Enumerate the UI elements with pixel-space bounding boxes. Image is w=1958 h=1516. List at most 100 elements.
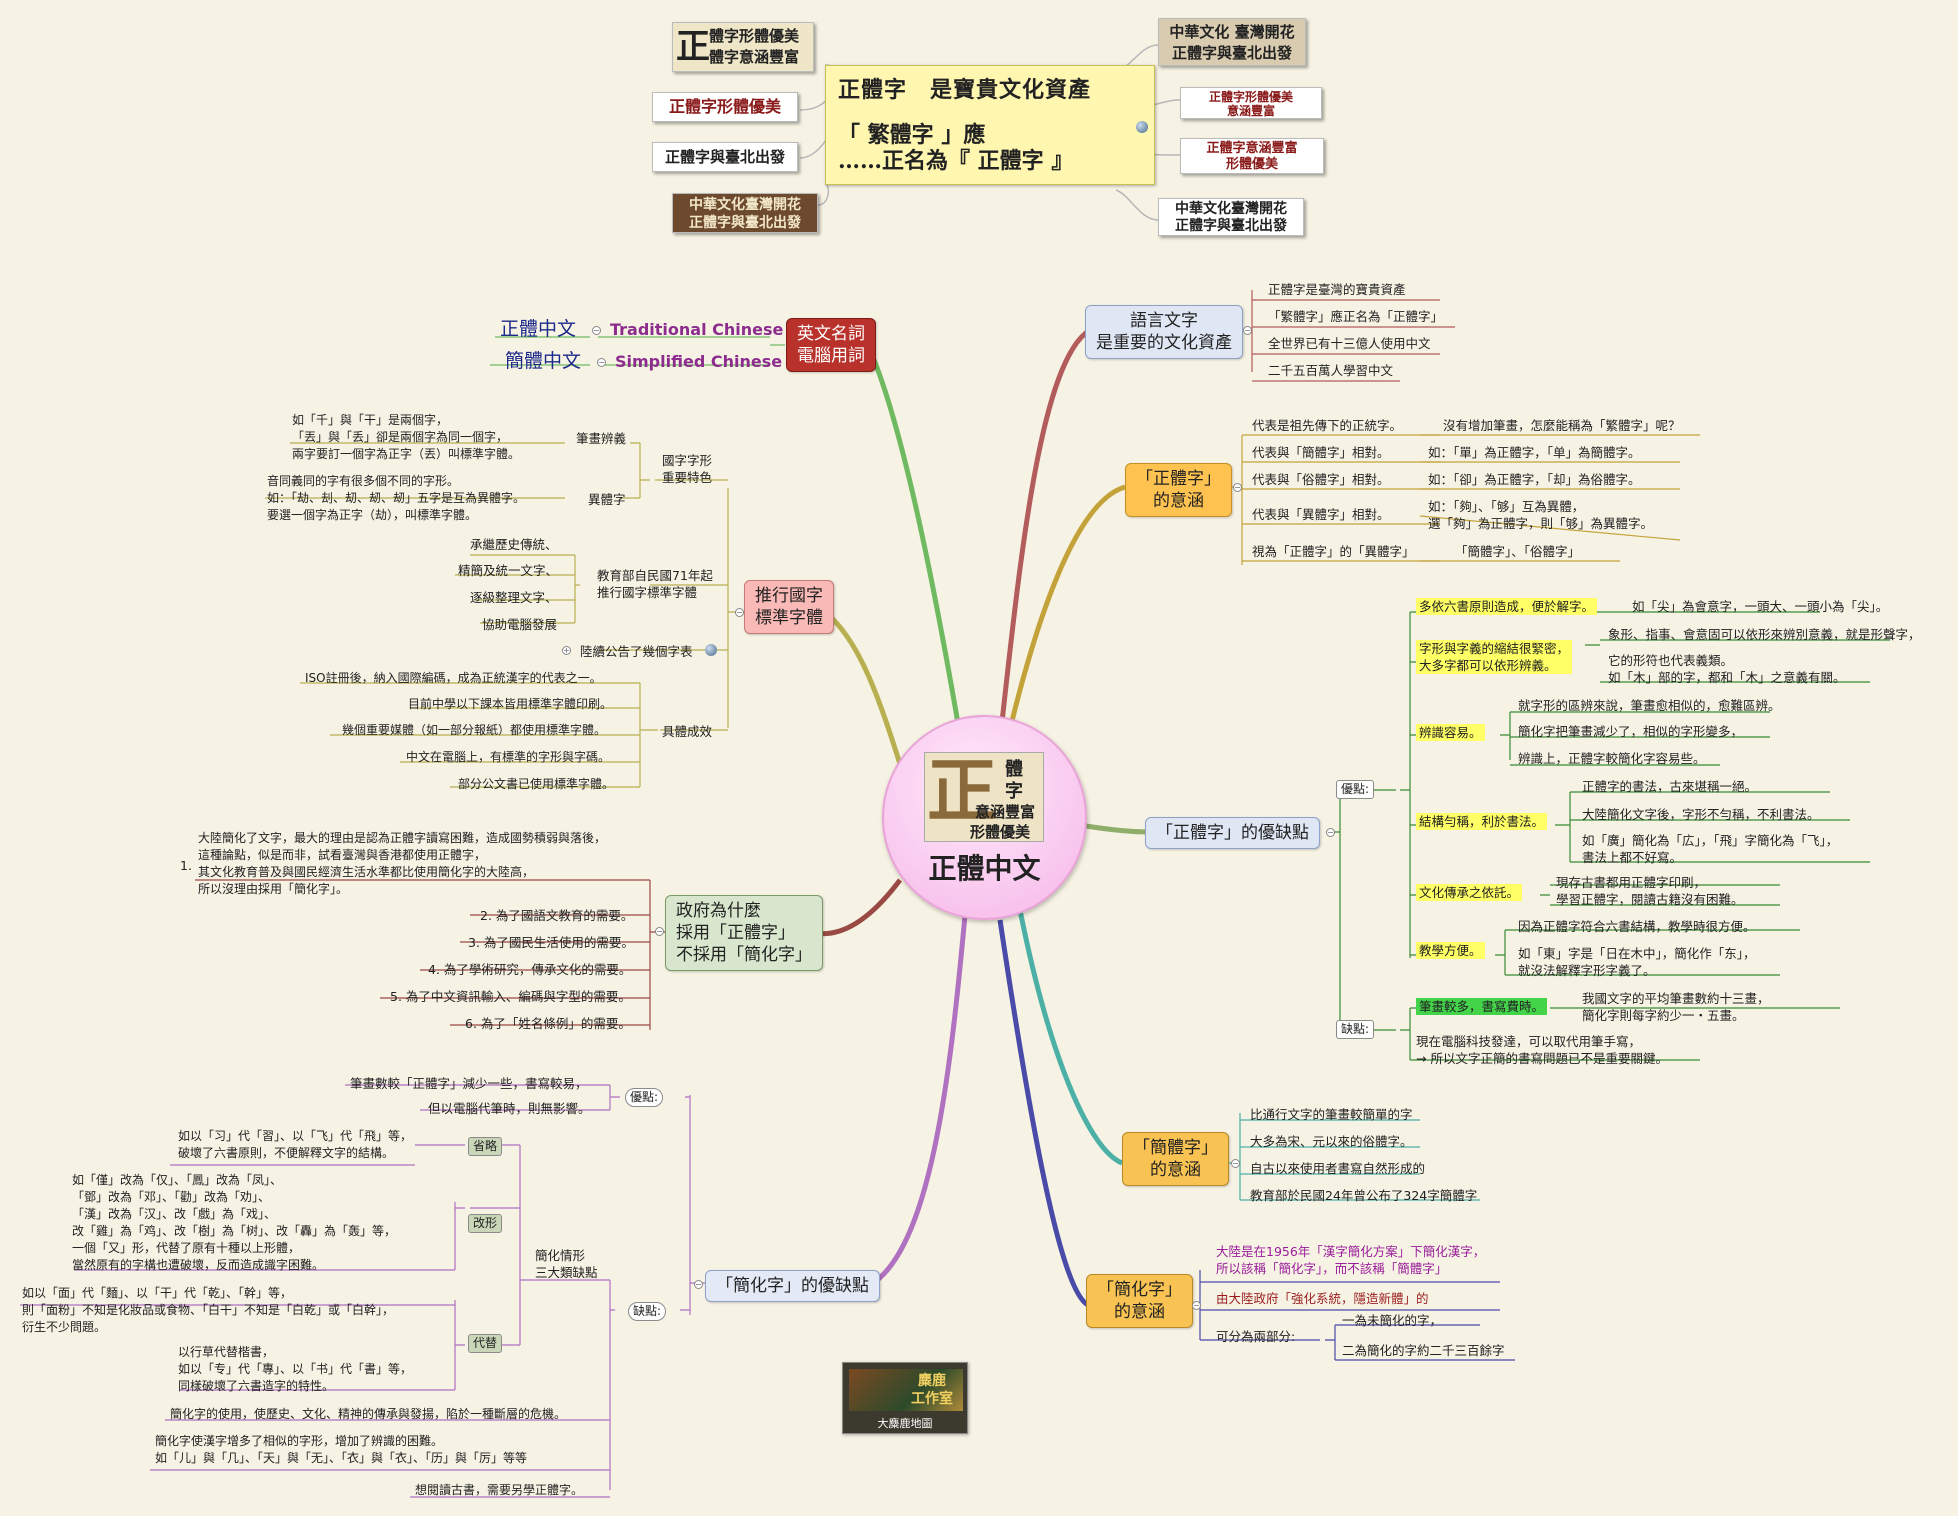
pro-detail: 簡化字把筆畫減少了，相似的字形變多， bbox=[1518, 724, 1744, 739]
pro-detail: 如「東」字是「日在木中」，簡化作「东」， 就沒法解釋字形字義了。 bbox=[1518, 946, 1756, 978]
feature-label: 國字字形 重要特色 bbox=[662, 453, 713, 485]
branch-government-reason[interactable]: 政府為什麼 採用「正體字」 不採用「簡化字」 bbox=[665, 895, 823, 971]
collapse-icon[interactable]: − bbox=[694, 1280, 703, 1289]
sign-big-char: 正 bbox=[676, 27, 710, 67]
simp2-item: 大陸是在1956年「漢字簡化方案」下簡化漢字， 所以該稱「簡化字」，而不該稱「簡… bbox=[1216, 1244, 1486, 1276]
pro-detail: 就字形的區辨來說，筆畫愈相似的，愈難區辨。 bbox=[1518, 698, 1781, 713]
collapse-icon[interactable]: − bbox=[655, 927, 664, 936]
branch-english-terms[interactable]: 英文名詞 電腦用詞 bbox=[786, 318, 876, 372]
sign-8: 中華文化臺灣開花 正體字與臺北出發 bbox=[1158, 198, 1304, 236]
simp-group-key: 改形 bbox=[468, 1214, 503, 1233]
meaning-row-a: 視為「正體字」的「異體字」 bbox=[1252, 544, 1415, 559]
collapse-icon[interactable]: − bbox=[1326, 828, 1335, 837]
simp-pro-item: 但以電腦代筆時，則無影響。 bbox=[428, 1101, 591, 1116]
collapse-icon[interactable]: − bbox=[735, 608, 744, 617]
pro-detail: 象形、指事、會意固可以依形來辨別意義，就是形聲字， bbox=[1608, 627, 1921, 642]
simp-meaning-item: 大多為宋、元以來的俗體字。 bbox=[1250, 1134, 1413, 1149]
simp2-item: 可分為兩部分: bbox=[1216, 1329, 1296, 1344]
sign-1: 體字形體優美 體字意涵豐富正 bbox=[672, 22, 814, 72]
center-topic[interactable]: 正 體 字 意涵豐富 形體優美 正體中文 bbox=[882, 715, 1087, 920]
collapse-icon[interactable]: − bbox=[1231, 1159, 1240, 1168]
collapse-icon[interactable]: − bbox=[1192, 1301, 1201, 1310]
chinese-term: 正體中文 bbox=[500, 318, 577, 340]
credit-logo-text: 麋鹿 工作室 bbox=[911, 1373, 953, 1407]
branch-standard-chars[interactable]: 推行國字 標準字體 bbox=[744, 580, 834, 634]
simp-group-text: 如「僅」改為「仅」、「鳳」改為「凤」、 「鄧」改為「邓」、「勸」改為「劝」、 「… bbox=[72, 1173, 397, 1272]
stroke-label: 筆畫辨義 bbox=[576, 431, 627, 446]
meaning-row-a: 代表是祖先傳下的正統字。 bbox=[1252, 418, 1403, 433]
gov-first-number: 1. bbox=[180, 858, 192, 873]
meaning-row-b: 如：「夠」、「够」互為異體， 選「夠」為正體字，則「够」為異體字。 bbox=[1428, 499, 1654, 531]
collapse-icon[interactable]: − bbox=[592, 326, 601, 335]
pros-label: 優點: bbox=[1336, 780, 1375, 799]
pro-detail: 正體字的書法，古來堪稱一絕。 bbox=[1582, 779, 1758, 794]
branch-simplified-meaning[interactable]: 「簡體字」 的意涵 bbox=[1122, 1132, 1229, 1186]
con-key: 筆畫較多，書寫費時。 bbox=[1416, 998, 1548, 1015]
gov-item: 2. 為了國語文教育的需要。 bbox=[480, 908, 634, 923]
sign-5: 正體字與臺北出發 bbox=[652, 142, 798, 172]
title-line-2: 「 繁體字 」應 ……正名為『 正體字 』 bbox=[838, 122, 1074, 174]
gov-item: 6. 為了「姓名條例」的需要。 bbox=[465, 1016, 631, 1031]
branch-traditional-meaning[interactable]: 「正體字」 的意涵 bbox=[1125, 463, 1232, 517]
lang-item: 全世界已有十三億人使用中文 bbox=[1268, 336, 1431, 351]
branch-traditional-proscons[interactable]: 「正體字」的優缺點 bbox=[1145, 817, 1320, 849]
branch-simplified2-meaning[interactable]: 「簡化字」 的意涵 bbox=[1086, 1274, 1193, 1328]
lang-item: 二千五百萬人學習中文 bbox=[1268, 363, 1394, 378]
collapse-icon[interactable]: − bbox=[1233, 483, 1242, 492]
credit-badge[interactable]: 麋鹿 工作室 大麋鹿地圖 bbox=[842, 1362, 968, 1434]
pro-key: 結構勻稱，利於書法。 bbox=[1416, 813, 1548, 830]
result-label: 具體成效 bbox=[662, 724, 713, 739]
collapse-icon[interactable]: − bbox=[597, 358, 606, 367]
pro-detail: 大陸簡化文字後，字形不勻稱，不利書法。 bbox=[1582, 807, 1820, 822]
simp-meaning-item: 比通行文字的筆畫較簡單的字 bbox=[1250, 1107, 1413, 1122]
simp-pros-label: 優點: bbox=[625, 1088, 664, 1107]
lang-item: 「繁體字」應正名為「正體字」 bbox=[1268, 309, 1444, 324]
collapse-icon[interactable]: − bbox=[1243, 326, 1252, 335]
result-item: 幾個重要媒體（如一部分報紙）都使用標準字體。 bbox=[342, 723, 607, 737]
variant-label: 異體字 bbox=[588, 492, 626, 507]
meaning-row-a: 代表與「異體字」相對。 bbox=[1252, 507, 1390, 522]
meaning-row-a: 代表與「俗體字」相對。 bbox=[1252, 472, 1390, 487]
deer-logo-icon: 麋鹿 工作室 bbox=[849, 1369, 963, 1411]
gov-item: 3. 為了國民生活使用的需要。 bbox=[468, 935, 634, 950]
branch-language[interactable]: 語言文字 是重要的文化資產 bbox=[1085, 305, 1243, 359]
con-detail: 我國文字的平均筆畫數約十三畫， 簡化字則每字約少一・五畫。 bbox=[1582, 991, 1770, 1023]
sign-7: 中華文化臺灣開花 正體字與臺北出發 bbox=[672, 193, 818, 233]
pro-detail: 如「尖」為會意字，一頭大、一頭小為「尖」。 bbox=[1632, 599, 1889, 614]
moe-label: 教育部自民國71年起 推行國字標準字體 bbox=[597, 568, 713, 600]
moe-item: 精簡及統一文字、 bbox=[458, 563, 559, 578]
result-item: 目前中學以下課本皆用標準字體印刷。 bbox=[408, 697, 613, 711]
cons-label: 缺點: bbox=[1336, 1020, 1375, 1039]
simp-meaning-item: 教育部於民國24年曾公布了324字簡體字 bbox=[1250, 1188, 1478, 1203]
result-item: 部分公文書已使用標準字體。 bbox=[458, 777, 615, 791]
center-logo: 正 體 字 意涵豐富 形體優美 bbox=[924, 751, 1044, 842]
moe-item: 協助電腦發展 bbox=[482, 617, 558, 632]
globe-icon[interactable] bbox=[1136, 121, 1148, 133]
globe-icon[interactable] bbox=[705, 644, 717, 656]
simp-grass: 以行草代替楷書， 如以「专」代「專」、以「书」代「書」等， 同樣破壞了六書造字的… bbox=[178, 1345, 413, 1393]
credit-caption: 大麋鹿地圖 bbox=[877, 1417, 933, 1430]
simp-group-key: 代替 bbox=[468, 1334, 503, 1353]
simp-cons-label: 缺點: bbox=[628, 1302, 667, 1321]
simp-pro-item: 筆畫數較「正體字」減少一些，書寫較易， bbox=[350, 1076, 588, 1091]
pro-key: 文化傳承之依託。 bbox=[1416, 884, 1523, 901]
con-key: 現在電腦科技發達，可以取代用筆手寫， → 所以文字正簡的書寫問題已不是重要關鍵。 bbox=[1416, 1034, 1668, 1066]
simp-group-text: 如以「习」代「習」、以「飞」代「飛」等， 破壞了六書原則，不便解釋文字的結構。 bbox=[178, 1129, 413, 1160]
simp2-part: 一為未簡化的字， bbox=[1342, 1313, 1443, 1328]
simp2-item: 由大陸政府「強化系統，隱造新體」的 bbox=[1216, 1291, 1429, 1306]
meaning-row-b: 沒有增加筆畫，怎麼能稱為「繁體字」呢？ bbox=[1443, 418, 1681, 433]
branch-simplified-proscons[interactable]: 「簡化字」的優缺點 bbox=[705, 1270, 880, 1302]
sign-6: 正體字意涵豐富 形體優美 bbox=[1180, 138, 1324, 174]
simp-meaning-item: 自古以來使用者書寫自然形成的 bbox=[1250, 1161, 1426, 1176]
lang-item: 正體字是臺灣的寶貴資產 bbox=[1268, 282, 1406, 297]
pro-detail: 如「廣」簡化為「広」，「飛」字簡化為「飞」， 書法上都不好寫。 bbox=[1582, 833, 1839, 865]
center-label: 正體中文 bbox=[928, 852, 1041, 885]
english-term: Traditional Chinese bbox=[610, 320, 784, 339]
announce-item[interactable]: 陸續公告了幾個字表 bbox=[580, 644, 693, 659]
simp-con-item: 簡化字的使用，使歷史、文化、精神的傳承與發揚，陷於一種斷層的危機。 bbox=[170, 1407, 567, 1421]
simp-group-label: 簡化情形 三大類缺點 bbox=[535, 1248, 598, 1280]
expand-icon[interactable]: + bbox=[562, 646, 571, 655]
simp-group-text: 如以「面」代「麵」、以「干」代「乾」、「幹」等， 則「面粉」不知是化妝品或食物、… bbox=[22, 1286, 395, 1334]
